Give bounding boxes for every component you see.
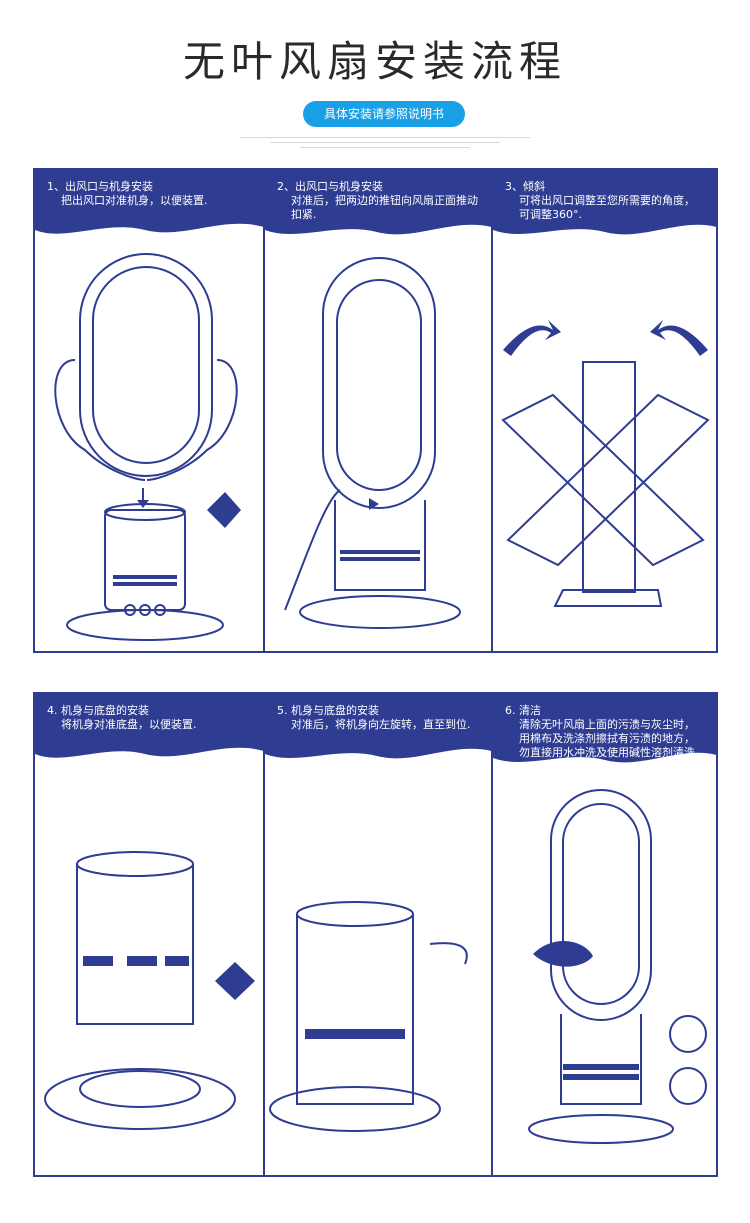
manual-note-badge: 具体安装请参照说明书 (303, 101, 465, 127)
step-6-caption: 6. 清洁 清除无叶风扇上面的污渍与灰尘时，用棉布及洗涤剂擦拭有污渍的地方，勿直… (493, 694, 716, 770)
step-1-caption: 1、出风口与机身安装 把出风口对准机身，以便装置. (35, 170, 263, 218)
step-2-illustration (265, 170, 491, 629)
step-3-heading: 3、倾斜 (505, 180, 545, 193)
step-panel-2: 2、出风口与机身安装 对准后，把两边的推钮向风扇正面推动扣紧. (263, 168, 493, 653)
step-2-caption: 2、出风口与机身安装 对准后，把两边的推钮向风扇正面推动扣紧. (265, 170, 491, 232)
step-5-caption: 5. 机身与底盘的安装 对准后，将机身向左旋转，直至到位. (265, 694, 491, 742)
step-1-heading: 1、出风口与机身安装 (47, 180, 153, 193)
step-6-heading: 6. 清洁 (505, 704, 541, 717)
step-5-body: 对准后，将机身向左旋转，直至到位. (291, 718, 471, 731)
decorative-fine-print (240, 137, 530, 148)
step-2-body: 对准后，把两边的推钮向风扇正面推动扣紧. (291, 194, 478, 221)
step-panel-5: 5. 机身与底盘的安装 对准后，将机身向左旋转，直至到位. (263, 692, 493, 1177)
step-panel-6: 6. 清洁 清除无叶风扇上面的污渍与灰尘时，用棉布及洗涤剂擦拭有污渍的地方，勿直… (491, 692, 718, 1177)
step-4-illustration (35, 694, 263, 1130)
step-3-body: 可将出风口调整至您所需要的角度，可调整360°. (519, 194, 695, 221)
step-5-heading: 5. 机身与底盘的安装 (277, 704, 379, 717)
step-2-heading: 2、出风口与机身安装 (277, 180, 383, 193)
step-6-body: 清除无叶风扇上面的污渍与灰尘时，用棉布及洗涤剂擦拭有污渍的地方，勿直接用水冲洗及… (519, 718, 699, 759)
step-panel-4: 4. 机身与底盘的安装 将机身对准底盘，以便装置. (33, 692, 265, 1177)
step-5-illustration (265, 694, 491, 1132)
step-1-body: 把出风口对准机身，以便装置. (61, 194, 208, 207)
step-4-body: 将机身对准底盘，以便装置. (61, 718, 197, 731)
step-3-caption: 3、倾斜 可将出风口调整至您所需要的角度，可调整360°. (493, 170, 716, 232)
page-title: 无叶风扇安装流程 (182, 37, 567, 86)
step-4-caption: 4. 机身与底盘的安装 将机身对准底盘，以便装置. (35, 694, 263, 742)
step-3-illustration (493, 170, 716, 607)
step-panel-3: 3、倾斜 可将出风口调整至您所需要的角度，可调整360°. (491, 168, 718, 653)
step-1-illustration (35, 170, 263, 641)
step-4-heading: 4. 机身与底盘的安装 (47, 704, 149, 717)
step-panel-1: 1、出风口与机身安装 把出风口对准机身，以便装置. (33, 168, 265, 653)
step-6-illustration (493, 694, 716, 1144)
